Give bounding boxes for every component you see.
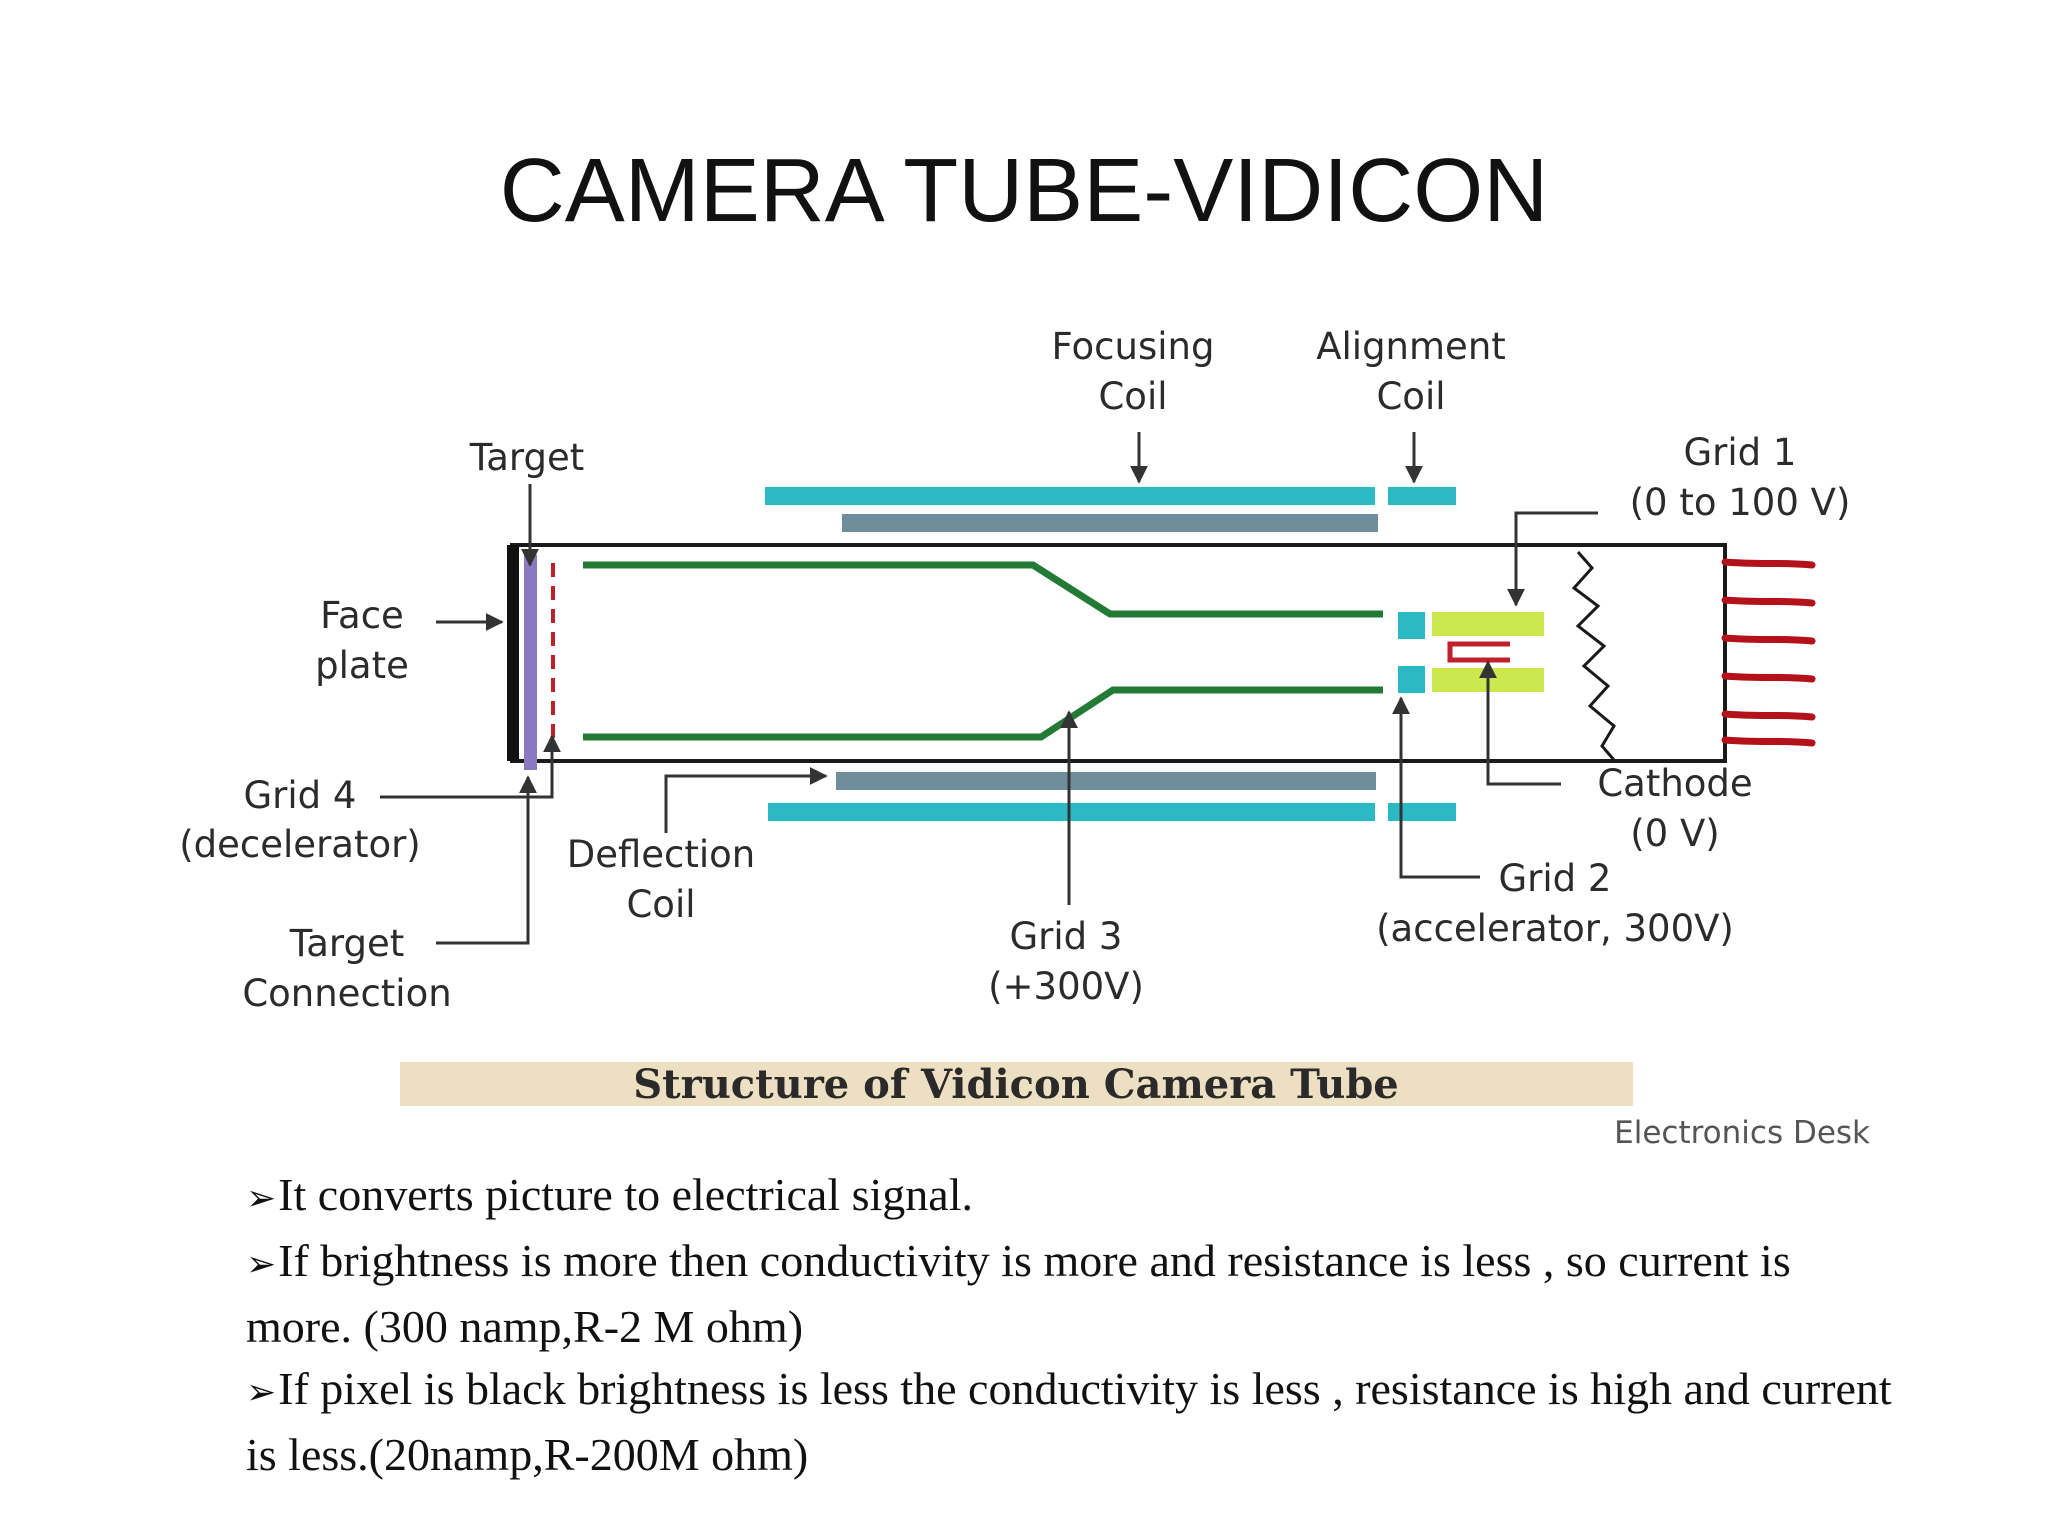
- bullet-item: ➢If brightness is more then conductivity…: [246, 1230, 1896, 1358]
- grid-4-label-line1: Grid 4: [244, 774, 357, 817]
- target-layer: [524, 555, 537, 770]
- grid-1-arrow: [1507, 511, 1598, 607]
- cathode-leader: [1479, 660, 1561, 786]
- focusing-coil-bottom: [768, 803, 1375, 821]
- grid-4-leader: [380, 734, 561, 799]
- bullet-text: If pixel is black brightness is less the…: [246, 1363, 1892, 1480]
- tube-envelope: [510, 543, 1727, 763]
- face-plate-label-line2: plate: [315, 644, 409, 687]
- alignment-coil-label-line2: Coil: [1376, 375, 1445, 418]
- face-plate: [507, 545, 519, 761]
- heater-filament: [1571, 551, 1616, 761]
- alignment-coil-top: [1388, 487, 1456, 505]
- grid-1-label-line1: Grid 1: [1684, 431, 1797, 474]
- grid-2-lower: [1398, 666, 1425, 693]
- bullet-text: It converts picture to electrical signal…: [278, 1169, 974, 1220]
- bullet-item: ➢If pixel is black brightness is less th…: [246, 1358, 1896, 1486]
- arrow-bullet-icon: ➢: [246, 1178, 277, 1219]
- bullet-list: ➢It converts picture to electrical signa…: [246, 1164, 1896, 1486]
- grid-3-label-line2: (+300V): [988, 965, 1144, 1008]
- grid-2-leader: [1392, 696, 1480, 879]
- target-connection-label-line2: Connection: [242, 972, 451, 1015]
- deflection-coil-leader: [664, 767, 828, 833]
- focusing-coil-label-line1: Focusing: [1052, 325, 1215, 368]
- grid-1-label-line2: (0 to 100 V): [1630, 481, 1851, 524]
- deflection-coil-top: [842, 514, 1378, 532]
- deflection-coil-label-line2: Coil: [626, 883, 695, 926]
- arrow-bullet-icon: ➢: [246, 1244, 277, 1285]
- target-connection-label-line1: Target: [289, 922, 404, 965]
- cathode-label-line2: (0 V): [1630, 812, 1719, 855]
- face-plate-label-line1: Face: [320, 594, 404, 637]
- grid-3-lower: [583, 686, 1383, 741]
- focusing-coil-label-line2: Coil: [1098, 375, 1167, 418]
- base-pins: [1721, 558, 1816, 747]
- grid-3-upper: [583, 561, 1383, 618]
- cathode-label-line1: Cathode: [1597, 762, 1752, 805]
- bullet-text: If brightness is more then conductivity …: [246, 1235, 1791, 1352]
- focusing-coil-top: [765, 487, 1375, 505]
- grid-2-label-line1: Grid 2: [1499, 857, 1612, 900]
- deflection-coil-label-line1: Deflection: [567, 833, 756, 876]
- grid-1-upper: [1432, 612, 1544, 636]
- arrow-bullet-icon: ➢: [246, 1372, 277, 1413]
- caption-banner: [400, 1062, 1633, 1106]
- grid-2-upper: [1398, 612, 1425, 639]
- alignment-coil-label-line1: Alignment: [1316, 325, 1506, 368]
- diagram-credit: Electronics Desk: [1614, 1115, 1870, 1151]
- bullet-item: ➢It converts picture to electrical signa…: [246, 1164, 1896, 1230]
- grid-2-label-line2: (accelerator, 300V): [1376, 907, 1734, 950]
- deflection-coil-bottom: [836, 772, 1376, 790]
- target-connection-leader: [436, 775, 537, 945]
- cathode: [1447, 641, 1510, 663]
- target-label: Target: [469, 436, 584, 479]
- alignment-coil-bottom: [1388, 803, 1456, 821]
- slide-title: CAMERA TUBE-VIDICON: [499, 141, 1549, 241]
- grid-3-label-line1: Grid 3: [1010, 915, 1123, 958]
- diagram-caption: Structure of Vidicon Camera Tube: [633, 1061, 1398, 1108]
- grid-4-label-line2: (decelerator): [179, 823, 421, 866]
